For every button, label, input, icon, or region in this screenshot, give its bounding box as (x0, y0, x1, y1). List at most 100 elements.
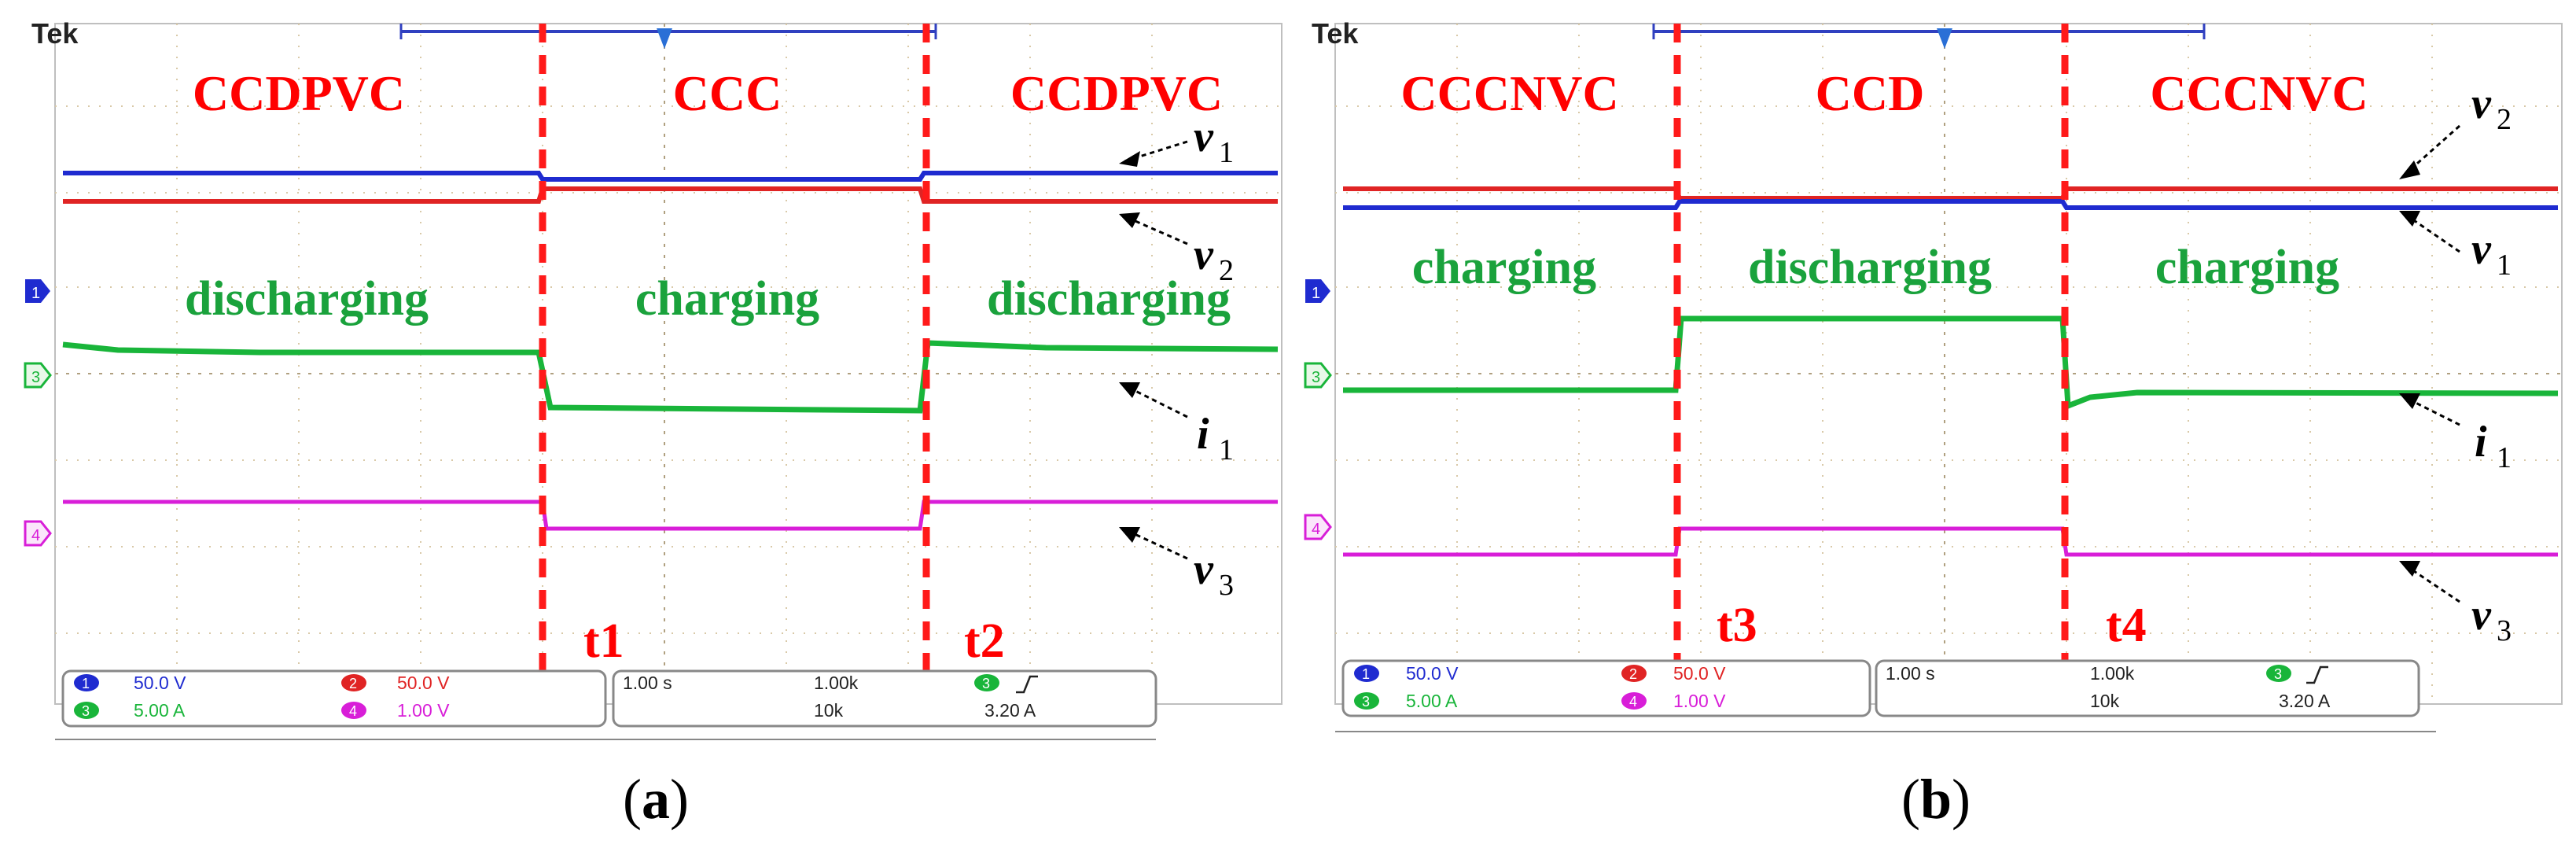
svg-text:4: 4 (1312, 521, 1320, 538)
trace-label-4: v 3 (1194, 545, 1234, 602)
channel-marker-1[interactable]: 1 (1305, 279, 1330, 303)
brand-logo: Tek (31, 17, 79, 50)
svg-text:1: 1 (2497, 249, 2512, 282)
arrowheads (1119, 151, 1140, 543)
svg-text:3: 3 (31, 369, 40, 386)
svg-text:1: 1 (1362, 666, 1370, 682)
svg-text:i: i (1197, 410, 1209, 459)
svg-text:3: 3 (1312, 369, 1320, 386)
time-label-t3: t3 (1717, 599, 1757, 652)
trigger-position-icon[interactable] (657, 28, 672, 49)
mode-label-3: CCDPVC (1010, 65, 1223, 121)
sample-rate: 1.00k (814, 673, 859, 693)
svg-text:1: 1 (1219, 433, 1234, 466)
mode-label-1: CCCNVC (1400, 65, 1618, 121)
oscilloscope-screen-a: Tek 1 3 4 CCDPVC CCC CCDPVC discharging … (24, 0, 1288, 747)
channel-marker-4[interactable]: 4 (1304, 514, 1332, 540)
record-length: 10k (814, 700, 844, 721)
svg-text:v: v (1194, 545, 1214, 594)
mode-label-3: CCCNVC (2150, 65, 2368, 121)
svg-text:v: v (2471, 225, 2492, 274)
svg-text:3: 3 (982, 676, 990, 691)
trace-label-2: v 1 (2471, 225, 2512, 282)
scope-panel-b: Tek 1 3 4 CCCNVC CCD CCCNVC charging dis… (1304, 0, 2568, 747)
trace-label-4: v 3 (2471, 591, 2512, 647)
sample-rate: 1.00k (2090, 663, 2135, 684)
channel-marker-4[interactable]: 4 (24, 520, 52, 547)
svg-text:1: 1 (82, 676, 90, 691)
svg-text:4: 4 (349, 703, 357, 719)
svg-text:4: 4 (1629, 694, 1637, 710)
caption-b: (b) (1901, 768, 1971, 831)
rising-edge-icon (2306, 665, 2328, 684)
svg-text:1.00 V: 1.00 V (1673, 691, 1726, 711)
caption-a: (a) (623, 768, 689, 831)
mode-label-2: CCC (673, 65, 782, 121)
ch4-readout[interactable]: 4 1.00 V (341, 700, 450, 721)
ch4-readout[interactable]: 4 1.00 V (1621, 691, 1726, 711)
svg-text:v: v (1194, 230, 1214, 279)
state-label-3: charging (2155, 241, 2339, 294)
readout-panel: 1 50.0 V 2 50.0 V 3 5.00 A 4 1.00 V 1.00… (1335, 659, 2436, 732)
ch3-readout[interactable]: 3 5.00 A (74, 700, 186, 721)
ch1-readout[interactable]: 1 50.0 V (1354, 663, 1459, 684)
svg-text:2: 2 (1219, 254, 1234, 287)
svg-text:3: 3 (2274, 666, 2282, 682)
svg-text:50.0 V: 50.0 V (1673, 663, 1726, 684)
trace-label-3: i 1 (1197, 410, 1234, 466)
svg-text:v: v (2471, 79, 2492, 128)
channel-marker-1[interactable]: 1 (25, 279, 50, 303)
trace-label-1: v 2 (2471, 79, 2512, 136)
svg-text:3.20 A: 3.20 A (2279, 691, 2331, 711)
trigger-readout[interactable]: 3 3.20 A (2266, 665, 2331, 711)
ch3-readout[interactable]: 3 5.00 A (1354, 691, 1458, 711)
svg-text:i: i (2475, 418, 2487, 466)
trigger-readout[interactable]: 3 3.20 A (974, 674, 1038, 721)
svg-text:3: 3 (2497, 614, 2512, 647)
state-label-2: charging (635, 272, 819, 326)
trigger-position-icon[interactable] (1937, 28, 1952, 49)
channel-marker-3[interactable]: 3 (24, 362, 52, 389)
ch2-readout[interactable]: 2 50.0 V (341, 673, 450, 693)
scope-panel-a: Tek 1 3 4 CCDPVC CCC CCDPVC discharging … (24, 0, 1288, 747)
svg-text:1: 1 (1312, 285, 1320, 302)
channel-marker-3[interactable]: 3 (1304, 362, 1332, 389)
time-label-t4: t4 (2106, 599, 2147, 652)
svg-text:4: 4 (31, 527, 40, 544)
svg-text:1: 1 (31, 285, 40, 302)
svg-text:5.00 A: 5.00 A (134, 700, 186, 721)
state-label-1: discharging (185, 272, 429, 326)
svg-text:2: 2 (1629, 666, 1637, 682)
traces (62, 171, 1279, 531)
oscilloscope-screen-b: Tek 1 3 4 CCCNVC CCD CCCNVC charging dis… (1304, 0, 2568, 747)
trace-v1 (63, 171, 1278, 182)
svg-text:3.20 A: 3.20 A (984, 700, 1036, 721)
svg-text:50.0 V: 50.0 V (134, 673, 186, 693)
svg-text:1: 1 (2497, 441, 2512, 474)
ch2-readout[interactable]: 2 50.0 V (1621, 663, 1726, 684)
trace-v1 (1343, 199, 2558, 210)
svg-text:2: 2 (349, 676, 357, 691)
svg-text:3: 3 (1219, 569, 1234, 602)
time-label-t2: t2 (964, 614, 1005, 668)
state-label-3: discharging (987, 272, 1231, 326)
caption-b-letter: b (1919, 768, 1952, 831)
record-length: 10k (2090, 691, 2120, 711)
trace-label-3: i 1 (2475, 418, 2512, 474)
svg-text:50.0 V: 50.0 V (397, 673, 450, 693)
trace-i1 (62, 340, 1279, 414)
state-label-1: charging (1412, 241, 1596, 294)
timebase[interactable]: 1.00 s (623, 673, 672, 693)
mode-label-1: CCDPVC (193, 65, 405, 121)
record-bar (1652, 24, 2206, 49)
trace-label-2: v 2 (1194, 230, 1234, 287)
svg-text:v: v (1194, 112, 1214, 161)
timebase[interactable]: 1.00 s (1886, 663, 1935, 684)
trace-label-1: v 1 (1194, 112, 1234, 169)
brand-logo: Tek (1312, 17, 1359, 50)
svg-text:3: 3 (1362, 694, 1370, 710)
ch1-readout[interactable]: 1 50.0 V (74, 673, 186, 693)
state-label-2: discharging (1748, 241, 1992, 294)
trace-v2 (1343, 186, 2558, 201)
svg-text:1: 1 (1219, 136, 1234, 169)
